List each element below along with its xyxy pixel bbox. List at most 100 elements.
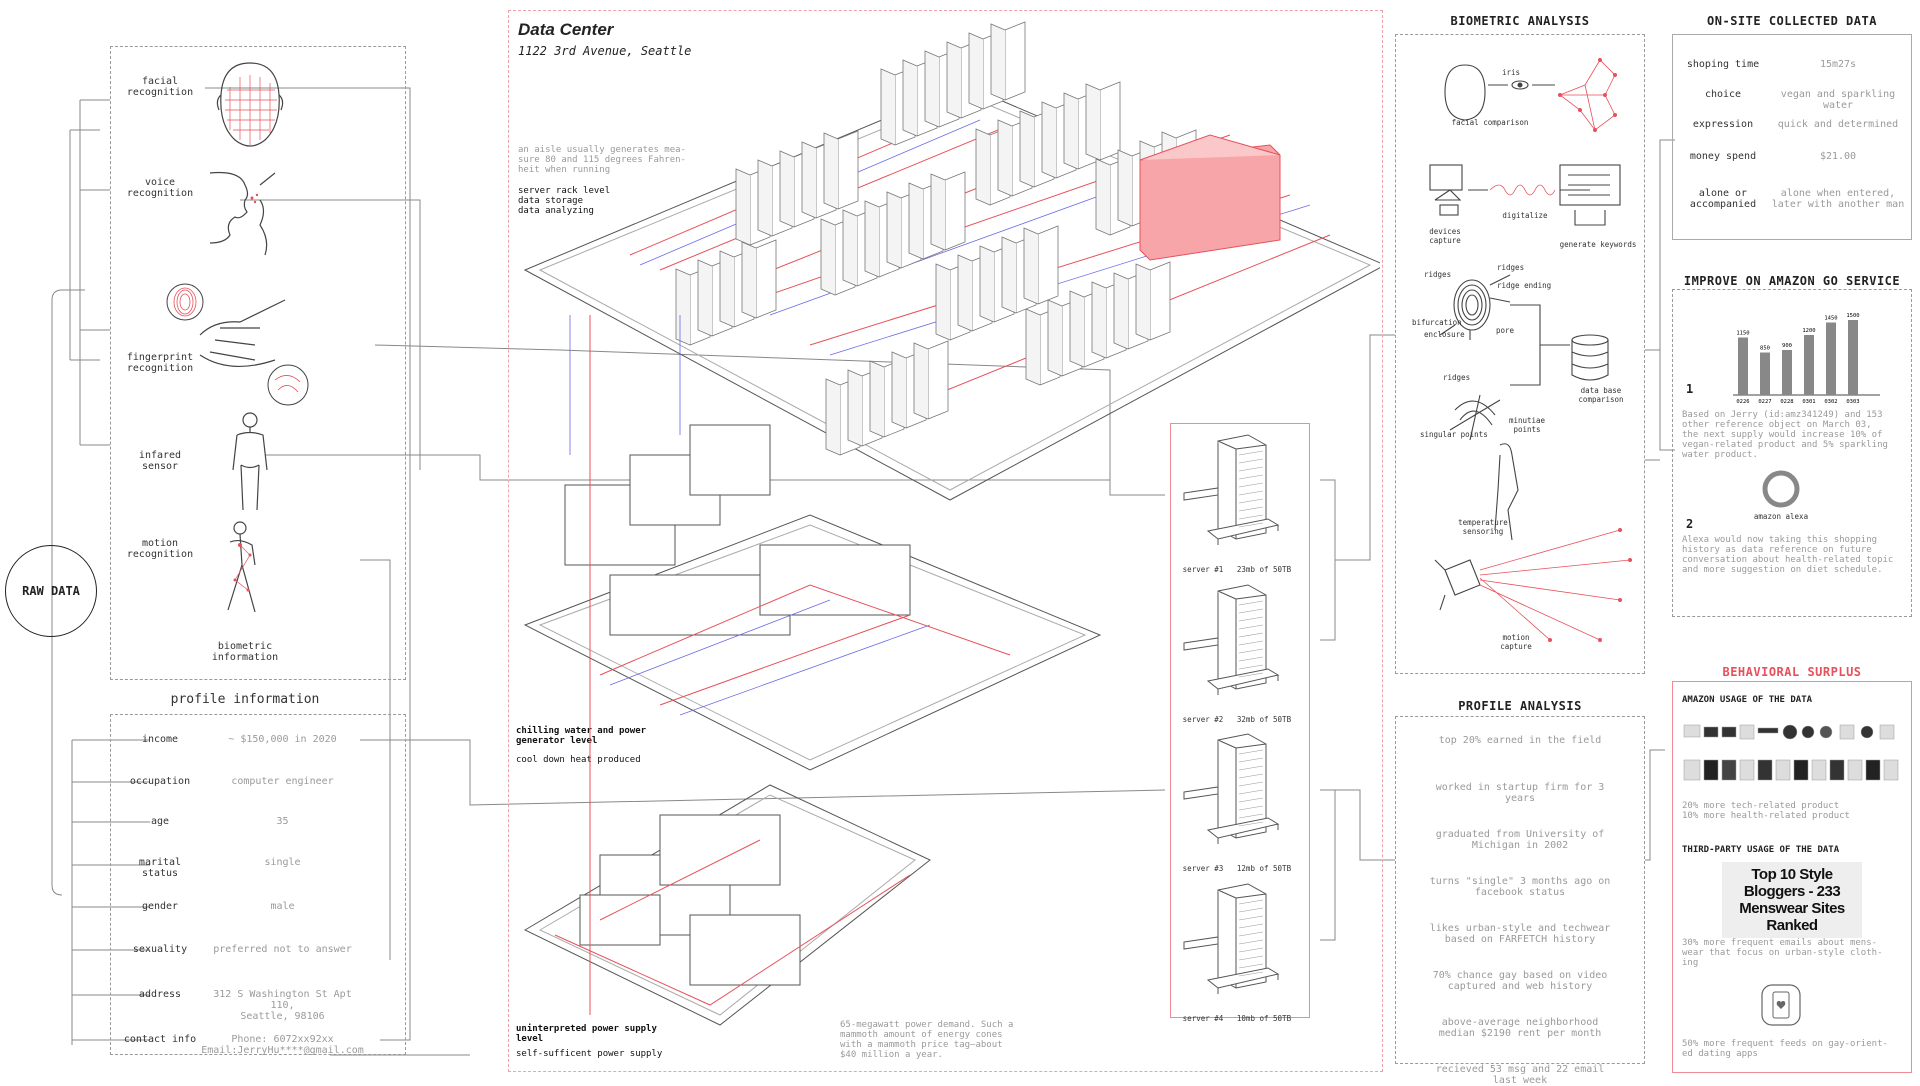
server-rack-side xyxy=(842,209,858,287)
chart-value-label: 850 xyxy=(1760,346,1770,352)
server-rack-side xyxy=(1023,227,1039,305)
server-rack-side xyxy=(719,250,735,328)
server-usage: 12mb of 50TB xyxy=(1236,864,1292,873)
onsite-key: choice xyxy=(1704,89,1742,100)
profile-value: preferred not to answer xyxy=(213,944,352,955)
amazon-alexa-icon xyxy=(1762,470,1800,508)
newspaper-headline: Top 10 Style Bloggers - 233 Menswear Sit… xyxy=(1722,862,1862,938)
server-rack-side xyxy=(801,141,817,219)
server-rack-side xyxy=(975,128,991,206)
server-rack-side xyxy=(902,59,918,137)
profile-value: ~ $150,000 in 2020 xyxy=(228,734,337,745)
profile-key: contact info xyxy=(123,1034,197,1045)
digitalize-label: digitalize xyxy=(1502,211,1548,220)
server-rack-side xyxy=(1117,149,1133,227)
chart-category-label: 0227 xyxy=(1758,399,1771,405)
server-rack-side xyxy=(979,245,995,323)
biometric-analysis-panel xyxy=(1395,34,1645,674)
server-rack-side xyxy=(741,241,757,319)
chart-bar xyxy=(1848,320,1858,395)
profile-analysis-item: turns "single" 3 months ago on facebook … xyxy=(1429,876,1611,898)
ridges-label-3: ridges xyxy=(1443,373,1471,382)
server-name: server #4 xyxy=(1182,1014,1224,1023)
improve-title: IMPROVE ON AMAZON GO SERVICE xyxy=(1683,274,1901,288)
server-rack-side xyxy=(757,159,773,237)
server-tower-icon xyxy=(1183,883,1280,994)
onsite-key: alone or accompanied xyxy=(1689,188,1757,210)
profile-key: address xyxy=(138,989,182,1000)
ridges-label-1: ridges xyxy=(1424,270,1452,279)
profile-value: Phone: 6072xx92xx Email:JerryHu****@gmai… xyxy=(201,1034,364,1056)
server-rack-side xyxy=(847,369,863,447)
chart-bar xyxy=(1782,350,1792,395)
pore-label: pore xyxy=(1496,326,1515,335)
profile-value: 35 xyxy=(276,816,289,827)
improve-item-1-text: Based on Jerry (id:amz341249) and 153 ot… xyxy=(1682,410,1888,460)
power-level-label: uninterpreted power supply level xyxy=(516,1024,657,1044)
behavioral-surplus-title: BEHAVIORAL SURPLUS xyxy=(1722,665,1862,679)
profile-analysis-item: top 20% earned in the field xyxy=(1438,735,1602,746)
dating-app-icon xyxy=(1761,984,1801,1026)
motion-recognition-label: motion recognition xyxy=(126,538,194,560)
server-rack-side xyxy=(924,50,940,128)
onsite-value: $21.00 xyxy=(1819,151,1857,162)
chart-category-label: 0301 xyxy=(1802,399,1815,405)
server-column xyxy=(1170,423,1310,1018)
chart-value-label: 1150 xyxy=(1736,331,1749,337)
server-usage: 23mb of 50TB xyxy=(1236,565,1292,574)
database-comparison-label: data base comparison xyxy=(1578,386,1624,404)
profile-key: marital status xyxy=(138,857,182,879)
ridges-label-2: ridges xyxy=(1497,263,1525,272)
chart-bar xyxy=(1826,322,1836,395)
server-rack xyxy=(1149,261,1171,341)
singular-points-label: singular points xyxy=(1420,430,1488,439)
headline-text: Top 10 Style Bloggers - 233 Menswear Sit… xyxy=(1739,866,1845,934)
amazon-usage-title: AMAZON USAGE OF THE DATA xyxy=(1682,695,1813,705)
server-rack-side xyxy=(1095,158,1111,236)
improve-item-2-number: 2 xyxy=(1686,517,1694,531)
third-party-usage-title: THIRD-PARTY USAGE OF THE DATA xyxy=(1682,845,1840,855)
chart-category-label: 0303 xyxy=(1846,399,1859,405)
profile-value: single xyxy=(264,857,301,868)
chilling-level-sub: cool down heat produced xyxy=(516,755,641,765)
biometric-panel xyxy=(110,46,406,680)
biometric-analysis-title: BIOMETRIC ANALYSIS xyxy=(1450,14,1590,28)
server-rack-side xyxy=(880,68,896,146)
enclosure-label: enclosure xyxy=(1424,330,1465,339)
server-rack-side xyxy=(779,150,795,228)
ridge-ending-label: ridge ending xyxy=(1497,281,1552,290)
server-rack-side xyxy=(957,254,973,332)
power-demand-note: 65-megawatt power demand. Such a mammoth… xyxy=(840,1020,1014,1060)
profile-information-title: profile information xyxy=(170,692,320,707)
chilling-level-label: chilling water and power generator level xyxy=(516,726,647,746)
biometric-information-caption: biometric information xyxy=(211,641,279,663)
raw-data-node[interactable]: RAW DATA xyxy=(5,545,97,637)
server-tower-icon xyxy=(1183,733,1280,844)
server-rack-side xyxy=(997,119,1013,197)
server-rack-side xyxy=(1135,263,1151,341)
voice-recognition-label: voice recognition xyxy=(126,177,194,199)
chart-category-label: 0228 xyxy=(1780,399,1793,405)
server-tower-icon xyxy=(1183,434,1280,545)
profile-analysis-item: 70% chance gay based on video captured a… xyxy=(1432,970,1608,992)
data-center-panel xyxy=(508,10,1383,1072)
devices-capture-label: devices capture xyxy=(1429,227,1461,245)
server-rack-side xyxy=(1091,281,1107,359)
server-name: server #1 xyxy=(1182,565,1224,574)
amazon-alexa-label: amazon alexa xyxy=(1753,512,1809,521)
onsite-value: 15m27s xyxy=(1819,59,1857,70)
server-rack-side xyxy=(1069,290,1085,368)
onsite-data-panel xyxy=(1672,34,1912,240)
profile-analysis-panel xyxy=(1395,716,1645,1064)
profile-value: 312 S Washington St Apt 110, Seattle, 98… xyxy=(213,989,352,1022)
voice-icon xyxy=(209,171,276,256)
motion-capture-label: motion capture xyxy=(1500,633,1532,651)
chart-category-label: 0302 xyxy=(1824,399,1837,405)
amazon-usage-text: 20% more tech-related product 10% more h… xyxy=(1682,801,1850,821)
profile-key: occupation xyxy=(129,776,191,787)
profile-analysis-item: worked in startup firm for 3 years xyxy=(1435,782,1605,804)
dating-app-text: 50% more frequent feeds on gay-orient- e… xyxy=(1682,1039,1888,1059)
chart-value-label: 1450 xyxy=(1824,316,1837,322)
biometric-analysis-drawing xyxy=(1429,58,1632,642)
